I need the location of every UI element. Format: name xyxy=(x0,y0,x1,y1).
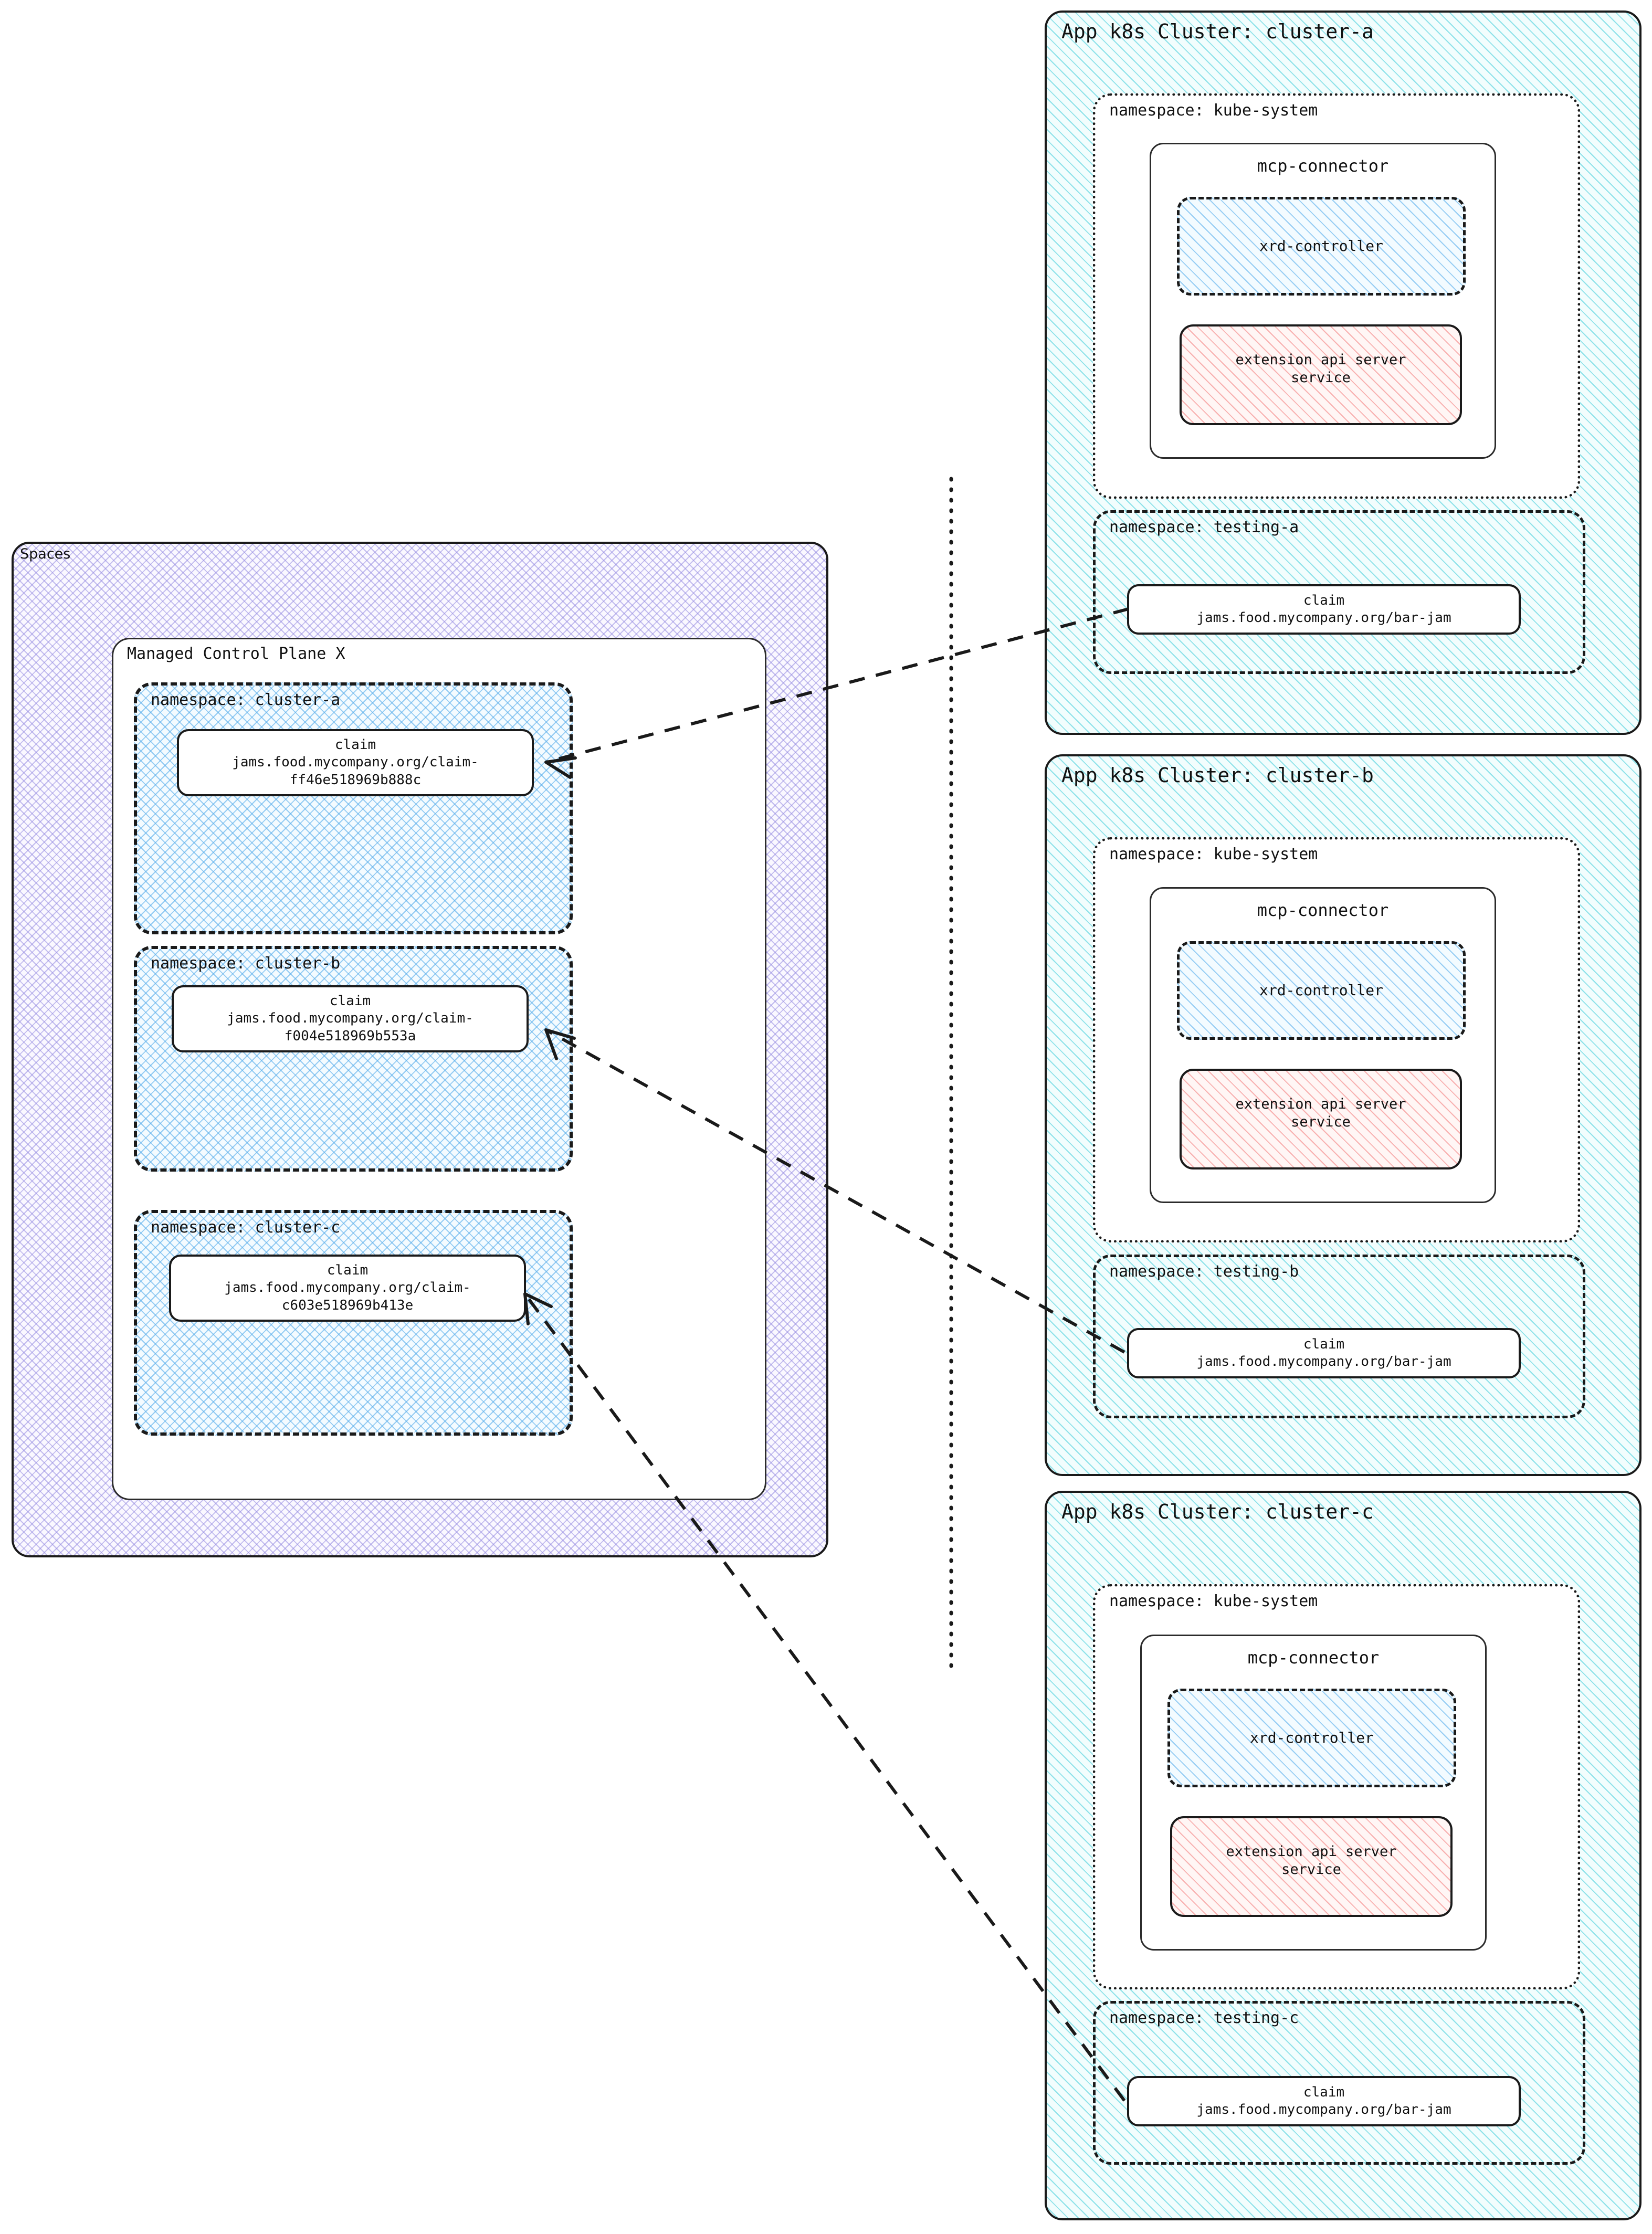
app-cluster-b-title: App k8s Cluster: cluster-b xyxy=(1061,764,1374,787)
claim-ref-line1: jams.food.mycompany.org/bar-jam xyxy=(1196,2102,1451,2117)
claim-ref-line1: jams.food.mycompany.org/claim- xyxy=(227,1010,473,1027)
kube-system-label: namespace: kube-system xyxy=(1109,101,1318,120)
api-server-line2: service xyxy=(1291,370,1351,386)
mcp-connector-title: mcp-connector xyxy=(1247,1648,1380,1668)
kube-system-label: namespace: kube-system xyxy=(1109,845,1318,863)
mcp-connector-title: mcp-connector xyxy=(1257,900,1389,920)
claim-ref-line2: f004e518969b553a xyxy=(284,1028,416,1044)
control-plane-label: Managed Control Plane X xyxy=(127,645,345,663)
claim-card-testing-a[interactable]: claim jams.food.mycompany.org/bar-jam xyxy=(1127,584,1521,635)
claim-kind: claim xyxy=(329,993,371,1009)
testing-b-label: namespace: testing-b xyxy=(1109,1262,1299,1281)
claim-card-cluster-b[interactable]: claim jams.food.mycompany.org/claim- f00… xyxy=(172,985,529,1052)
claim-ref-line1: jams.food.mycompany.org/claim- xyxy=(224,1280,471,1296)
claim-kind: claim xyxy=(1303,592,1345,608)
namespace-cluster-c: namespace: cluster-c xyxy=(134,1210,573,1436)
api-server-line1: extension api server xyxy=(1235,352,1406,368)
api-server-line2: service xyxy=(1291,1114,1351,1130)
api-server-line1: extension api server xyxy=(1235,1096,1406,1112)
cluster-c-extension-api-server: extension api server service xyxy=(1170,1816,1453,1917)
claim-ref-line1: jams.food.mycompany.org/claim- xyxy=(232,754,479,771)
spaces-label: Spaces xyxy=(20,546,71,562)
app-cluster-a-title: App k8s Cluster: cluster-a xyxy=(1061,20,1374,43)
claim-card-cluster-a[interactable]: claim jams.food.mycompany.org/claim- ff4… xyxy=(177,729,534,796)
cluster-c-xrd-controller: xrd-controller xyxy=(1167,1689,1456,1787)
mcp-connector-title: mcp-connector xyxy=(1257,156,1389,176)
testing-c-label: namespace: testing-c xyxy=(1109,2009,1299,2027)
cluster-b-xrd-controller: xrd-controller xyxy=(1177,941,1466,1040)
claim-card-testing-c[interactable]: claim jams.food.mycompany.org/bar-jam xyxy=(1127,2076,1521,2126)
namespace-cluster-b-label: namespace: cluster-b xyxy=(151,954,341,973)
claim-kind: claim xyxy=(334,737,376,753)
cluster-b-extension-api-server: extension api server service xyxy=(1180,1069,1462,1169)
claim-kind: claim xyxy=(327,1262,369,1279)
namespace-cluster-a-label: namespace: cluster-a xyxy=(151,691,341,709)
claim-kind: claim xyxy=(1303,2084,1345,2100)
claim-card-testing-b[interactable]: claim jams.food.mycompany.org/bar-jam xyxy=(1127,1328,1521,1378)
xrd-controller-label: xrd-controller xyxy=(1259,237,1383,255)
claim-ref-line1: jams.food.mycompany.org/bar-jam xyxy=(1196,1354,1451,1369)
claim-ref-line1: jams.food.mycompany.org/bar-jam xyxy=(1196,610,1451,626)
xrd-controller-label: xrd-controller xyxy=(1249,1729,1374,1746)
claim-kind: claim xyxy=(1303,1336,1345,1352)
namespace-cluster-a: namespace: cluster-a xyxy=(134,682,573,934)
cluster-a-extension-api-server: extension api server service xyxy=(1180,324,1462,425)
xrd-controller-label: xrd-controller xyxy=(1259,982,1383,999)
testing-a-label: namespace: testing-a xyxy=(1109,518,1299,536)
claim-ref-line2: c603e518969b413e xyxy=(281,1297,414,1313)
namespace-cluster-b: namespace: cluster-b xyxy=(134,946,573,1172)
namespace-cluster-c-label: namespace: cluster-c xyxy=(151,1218,341,1237)
cluster-a-xrd-controller: xrd-controller xyxy=(1177,197,1466,296)
kube-system-label: namespace: kube-system xyxy=(1109,1592,1318,1610)
app-cluster-c-title: App k8s Cluster: cluster-c xyxy=(1061,1500,1374,1523)
claim-card-cluster-c[interactable]: claim jams.food.mycompany.org/claim- c60… xyxy=(169,1255,526,1322)
api-server-line2: service xyxy=(1281,1861,1341,1878)
claim-ref-line2: ff46e518969b888c xyxy=(289,772,422,788)
api-server-line1: extension api server xyxy=(1226,1843,1397,1860)
